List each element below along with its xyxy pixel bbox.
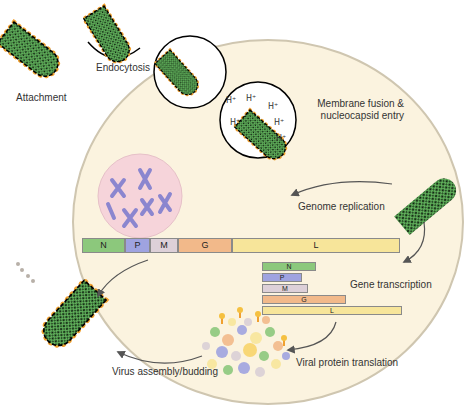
step-label: Viral protein translation	[296, 357, 398, 369]
mrna-transcript: L	[262, 306, 402, 315]
protein-dot	[262, 316, 270, 324]
arrow-replication	[292, 182, 392, 195]
protein-dot	[271, 359, 281, 369]
protein-dot	[222, 334, 234, 346]
protein-dot	[228, 318, 236, 326]
genome-segment: M	[150, 238, 178, 253]
proton-label: H⁺	[276, 134, 286, 143]
protein-dot	[259, 351, 269, 361]
protein-dot	[216, 346, 228, 358]
segment-label: N	[286, 262, 291, 271]
genome-segment: L	[232, 238, 400, 253]
segment-label: P	[134, 238, 140, 253]
protein-dot	[238, 362, 250, 374]
arrow-translation	[288, 322, 336, 350]
glycoprotein-head	[281, 335, 287, 341]
protein-dot	[244, 318, 252, 326]
proton-label: H⁺	[246, 94, 256, 103]
glycoprotein-head	[219, 313, 225, 319]
arrow-genome-packaging	[98, 260, 148, 296]
segment-label: G	[201, 238, 208, 253]
segment-label: L	[330, 306, 334, 315]
segment-label: N	[100, 238, 107, 253]
glycoprotein-head	[237, 307, 243, 313]
protein-dot	[231, 351, 241, 361]
protein-dot	[210, 327, 220, 337]
proton-label: H⁺	[226, 96, 236, 105]
process-arrows	[98, 182, 425, 363]
protein-dot	[243, 343, 257, 357]
budding-particles	[16, 262, 35, 283]
nucleocapsid	[394, 173, 461, 235]
segment-label: G	[301, 295, 306, 304]
step-label: Endocytosis	[96, 62, 150, 74]
protein-dot	[273, 341, 283, 351]
step-label: Membrane fusion & nucleocapsid entry	[300, 98, 404, 121]
genome-segment: P	[125, 238, 150, 253]
mrna-transcript: P	[262, 273, 302, 282]
protein-dot	[255, 367, 265, 377]
arrow-assembly	[118, 352, 202, 363]
genome-segment: G	[178, 238, 232, 253]
protein-dot	[202, 342, 210, 350]
mrna-transcript: G	[262, 295, 346, 304]
virion-fusion	[235, 110, 291, 163]
genome-segment: N	[82, 238, 125, 253]
segment-label: M	[282, 284, 288, 293]
mrna-transcript: M	[262, 284, 308, 293]
proton-label: H⁺	[268, 102, 278, 111]
protein-dot	[237, 325, 247, 335]
step-label: Attachment	[16, 92, 67, 104]
arrow-transcription	[404, 222, 425, 262]
protein-dot	[223, 365, 233, 375]
segment-label: P	[280, 273, 285, 282]
virion-endosome	[155, 50, 202, 99]
nucleus	[98, 154, 182, 238]
protein-dot	[265, 327, 275, 337]
segment-label: L	[313, 238, 318, 253]
segment-label: M	[160, 238, 168, 253]
virion-attachment	[0, 22, 63, 82]
protein-dot	[250, 332, 262, 344]
glycoprotein-head	[255, 311, 261, 317]
protein-dot	[282, 352, 290, 360]
step-label: Gene transcription	[350, 279, 432, 291]
cell	[73, 40, 463, 404]
virion-endocytosis	[84, 6, 134, 66]
endosome	[154, 36, 226, 108]
proton-label: H⁺	[274, 118, 284, 127]
mrna-transcript: N	[262, 262, 316, 271]
virion-budding	[38, 280, 106, 351]
proton-label: H⁺	[230, 118, 240, 127]
step-label: Genome replication	[298, 201, 385, 213]
chromosomes	[108, 170, 170, 226]
step-label: Virus assembly/budding	[112, 366, 218, 378]
